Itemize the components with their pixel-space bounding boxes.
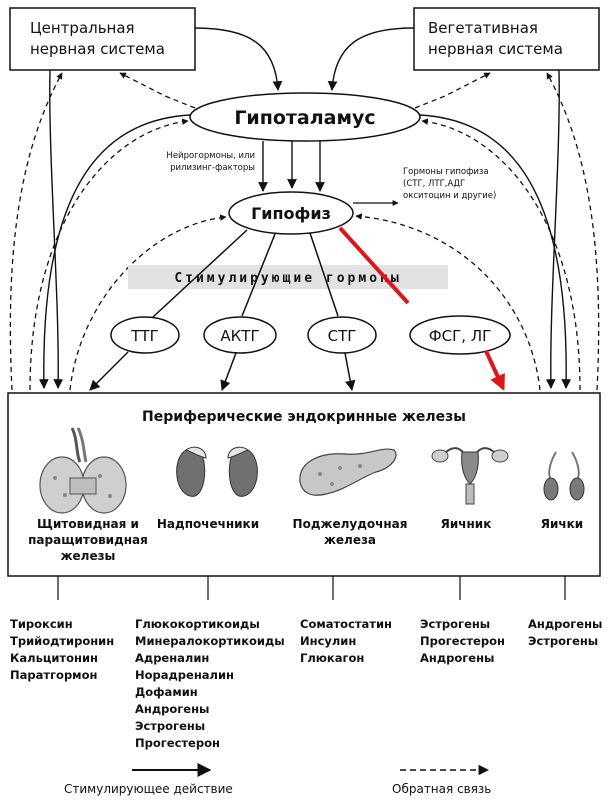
feedback-to-cns bbox=[9, 72, 63, 391]
pituitary-to-aktg-line bbox=[241, 233, 276, 317]
hormone-list-item: Прогестерон bbox=[420, 634, 505, 648]
feedback-right-to-pituitary bbox=[355, 213, 541, 391]
cns-line-2: нервная система bbox=[30, 40, 165, 58]
hormone-list-thyroid: Тироксин Трийодтиронин Кальцитонин Парат… bbox=[10, 617, 114, 682]
pituitary-label: Гипофиз bbox=[251, 204, 331, 223]
feedback-to-ans bbox=[546, 72, 600, 391]
gland-label-pancreas-1: Поджелудочная bbox=[293, 517, 408, 531]
legend-stimulating-label: Стимулирующее действие bbox=[64, 782, 233, 796]
pituitary-hormones-line-1: Гормоны гипофиза bbox=[403, 167, 489, 177]
feedback-left-to-hypothalamus bbox=[29, 118, 189, 391]
stg-to-peripheral-arrow bbox=[344, 352, 356, 392]
hormone-list-item: Норадреналин bbox=[135, 668, 234, 682]
hypothalamus-label: Гипоталамус bbox=[234, 107, 375, 129]
neurohormones-line-2: рилизинг-факторы bbox=[170, 163, 255, 173]
pituitary-hormones-line-2: (СТГ, ЛТГ,АДГ bbox=[403, 179, 465, 189]
legend-feedback-label: Обратная связь bbox=[392, 782, 491, 796]
hormone-fsg-lg: ФСГ, ЛГ bbox=[409, 315, 511, 355]
hormone-aktg: АКТГ bbox=[203, 316, 277, 354]
pituitary-to-stg-line bbox=[309, 232, 339, 317]
hormone-list-item: Эстрогены bbox=[420, 617, 490, 631]
thyroid-icon bbox=[39, 427, 127, 514]
hormone-list-item: Дофамин bbox=[135, 685, 198, 699]
ans-line-2: нервная система bbox=[428, 40, 563, 58]
legend: Стимулирующее действие Обратная связь bbox=[64, 763, 491, 796]
hypothalamus-to-ans-feedback bbox=[414, 72, 491, 109]
hormone-list-item: Эстрогены bbox=[135, 719, 205, 733]
gland-label-thyroid-1: Щитовидная и bbox=[37, 517, 139, 531]
hormone-list-item: Тироксин bbox=[10, 617, 73, 631]
hormone-list-item: Кальцитонин bbox=[10, 651, 98, 665]
ans-to-peripheral-arrow bbox=[545, 69, 560, 389]
hormone-list-item: Паратгормон bbox=[10, 668, 97, 682]
hormone-list-item: Глюкагон bbox=[300, 651, 364, 665]
pancreas-icon bbox=[299, 448, 397, 496]
cns-box: Центральная нервная система bbox=[9, 7, 196, 71]
hormone-list-pancreas: Соматостатин Инсулин Глюкагон bbox=[300, 617, 392, 665]
hypothalamus-left-pathway bbox=[38, 114, 191, 389]
hormone-list-item: Инсулин bbox=[300, 634, 356, 648]
adrenal-icon bbox=[176, 446, 258, 497]
ans-to-hypothalamus-arrow bbox=[327, 27, 415, 91]
cns-to-hypothalamus-arrow bbox=[194, 27, 283, 91]
pituitary-to-fsg-red-line bbox=[338, 226, 410, 305]
ans-line-1: Вегетативная bbox=[428, 19, 538, 37]
cns-to-peripheral-arrow bbox=[49, 69, 64, 389]
hormone-list-item: Андрогены bbox=[528, 617, 602, 631]
ans-box: Вегетативная нервная система bbox=[413, 7, 600, 71]
stimulating-hormones-band bbox=[128, 265, 448, 289]
gland-label-ovary: Яичник bbox=[441, 517, 492, 531]
gland-label-testes: Яички bbox=[541, 517, 583, 531]
peripheral-title: Периферические эндокринные железы bbox=[142, 409, 466, 425]
feedback-right-to-hypothalamus bbox=[421, 118, 581, 391]
aktg-to-peripheral-arrow bbox=[220, 352, 237, 391]
hormone-list-item: Адреналин bbox=[135, 651, 209, 665]
hormone-list-item: Соматостатин bbox=[300, 617, 392, 631]
hormone-ttg: ТТГ bbox=[110, 316, 180, 354]
hormone-list-item: Трийодтиронин bbox=[10, 634, 114, 648]
neurohormones-line-1: Нейрогормоны, или bbox=[166, 151, 255, 161]
hormone-aktg-label: АКТГ bbox=[220, 327, 259, 345]
hormone-list-item: Минералокортикоиды bbox=[135, 634, 285, 648]
fsg-to-peripheral-red-arrow bbox=[484, 350, 505, 391]
gland-label-thyroid-3: железы bbox=[61, 549, 116, 563]
hypothalamus-to-cns-feedback bbox=[119, 72, 196, 109]
hormone-list-item: Андрогены bbox=[135, 702, 209, 716]
pituitary-to-ttg-line bbox=[152, 229, 248, 318]
hormone-list-testes: Андрогены Эстрогены bbox=[528, 617, 602, 648]
stimulating-hormones-label: Стимулирующие гормоны bbox=[174, 271, 401, 286]
hormone-ttg-label: ТТГ bbox=[130, 327, 158, 345]
pituitary-hormones-line-3: окситоцин и другие) bbox=[403, 191, 496, 201]
hormone-fsg-lg-label: ФСГ, ЛГ bbox=[429, 327, 492, 345]
testes-icon bbox=[543, 451, 585, 501]
hormone-list-item: Глюкокортикоиды bbox=[135, 617, 260, 631]
gland-label-pancreas-2: железа bbox=[324, 533, 376, 547]
ovary-icon bbox=[431, 447, 509, 505]
hormone-list-item: Прогестерон bbox=[135, 736, 220, 750]
hormone-list-ovary: Эстрогены Прогестерон Андрогены bbox=[420, 617, 505, 665]
hormone-list-item: Андрогены bbox=[420, 651, 494, 665]
hormone-list-adrenal: Глюкокортикоиды Минералокортикоиды Адрен… bbox=[135, 617, 285, 750]
hypothalamus-right-pathway bbox=[419, 114, 572, 389]
hormone-stg: СТГ bbox=[307, 316, 377, 354]
ttg-to-peripheral-arrow bbox=[89, 351, 129, 391]
hormone-stg-label: СТГ bbox=[328, 327, 357, 345]
gland-label-adrenal: Надпочечники bbox=[157, 517, 259, 531]
feedback-left-to-pituitary bbox=[69, 214, 227, 391]
hormone-list-item: Эстрогены bbox=[528, 634, 598, 648]
gland-label-thyroid-2: паращитовидная bbox=[28, 533, 148, 547]
pituitary-node: Гипофиз bbox=[228, 191, 354, 235]
cns-line-1: Центральная bbox=[30, 19, 135, 37]
hypothalamus-node: Гипоталамус bbox=[189, 92, 421, 142]
